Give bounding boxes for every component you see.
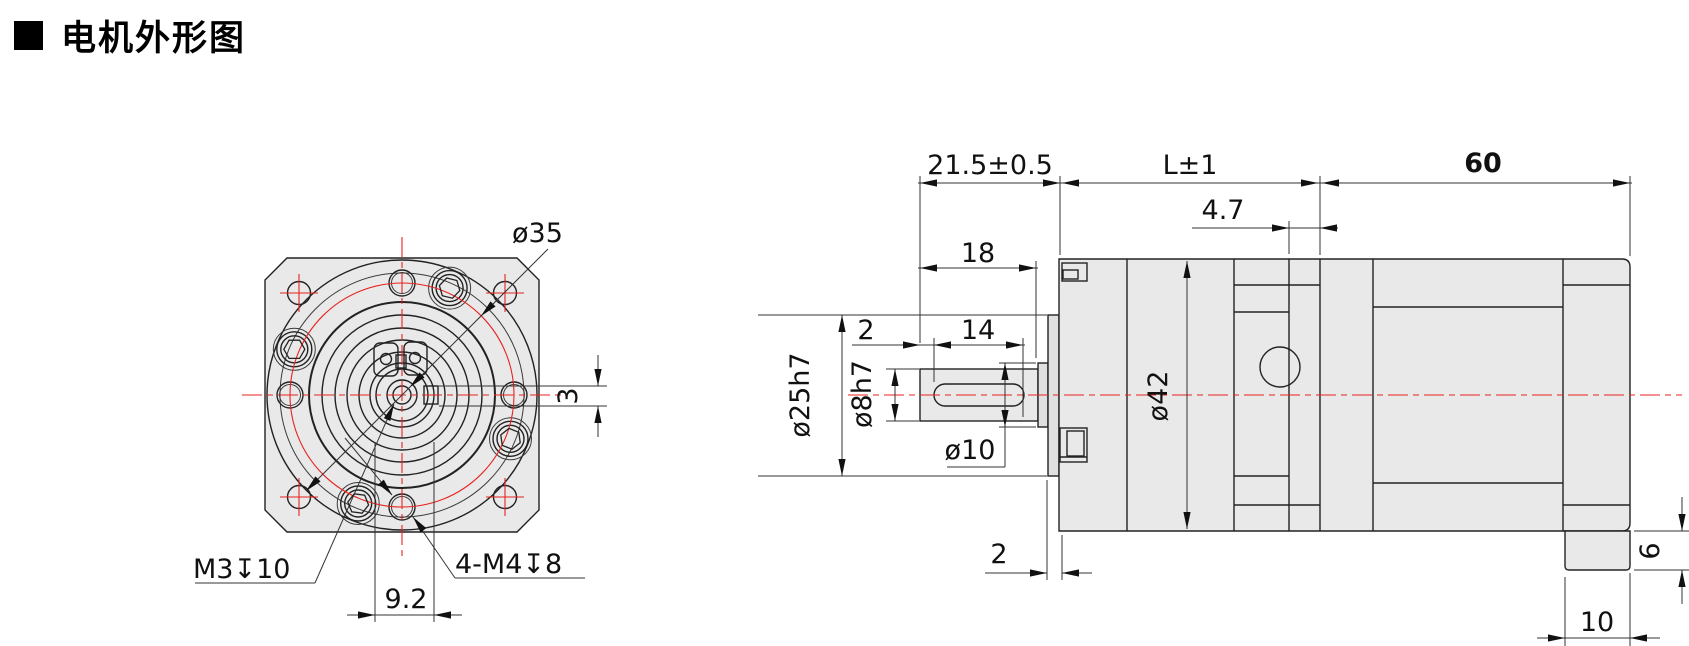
flange-tabs — [1059, 262, 1088, 463]
label-bolt-circle-dia: ø35 — [512, 218, 563, 249]
title-bar: 电机外形图 — [14, 10, 246, 61]
dim-boss-height: 6 — [1635, 542, 1666, 559]
dim-gearbox-len: L±1 — [1163, 150, 1218, 181]
dim-pilot-dia: ø25h7 — [785, 352, 816, 437]
circlip-ears — [373, 341, 428, 377]
dim-keyway-len: 14 — [961, 315, 995, 346]
label-mounting-holes: 4-M4↧8 — [455, 549, 562, 580]
dim-key-to-end: 2 — [857, 315, 874, 346]
setscrew-hole — [1259, 346, 1301, 388]
dim-motor-len: 60 — [1464, 148, 1502, 179]
dim-shaft-len: 18 — [961, 238, 995, 269]
dim-ring-width: 4.7 — [1202, 195, 1245, 226]
section-marker-icon — [14, 21, 43, 50]
dim-pilot-len: 2 — [990, 539, 1007, 570]
hex-socket-glyphs — [283, 277, 521, 514]
dim-key-offset: 9.2 — [385, 584, 428, 615]
dimension-arrowheads — [306, 179, 1686, 642]
dim-boss-width: 10 — [1580, 607, 1614, 638]
dim-shaft-dia: ø8h7 — [847, 360, 878, 428]
front-view: ø35 M3↧10 4-M4↧8 9.2 3 — [193, 218, 607, 622]
label-center-tapped-hole: M3↧10 — [193, 554, 290, 585]
dim-front-section-len: 21.5±0.5 — [927, 150, 1053, 181]
side-view: 21.5±0.5 L±1 60 4.7 18 2 14 ø8h7 ø25h7 ø… — [758, 148, 1689, 646]
rear-boss — [1564, 530, 1631, 571]
dim-collar-dia: ø10 — [945, 435, 996, 466]
page-title: 电机外形图 — [61, 19, 247, 59]
dim-body-dia: ø42 — [1143, 371, 1174, 422]
dim-key-width: 3 — [553, 387, 584, 404]
